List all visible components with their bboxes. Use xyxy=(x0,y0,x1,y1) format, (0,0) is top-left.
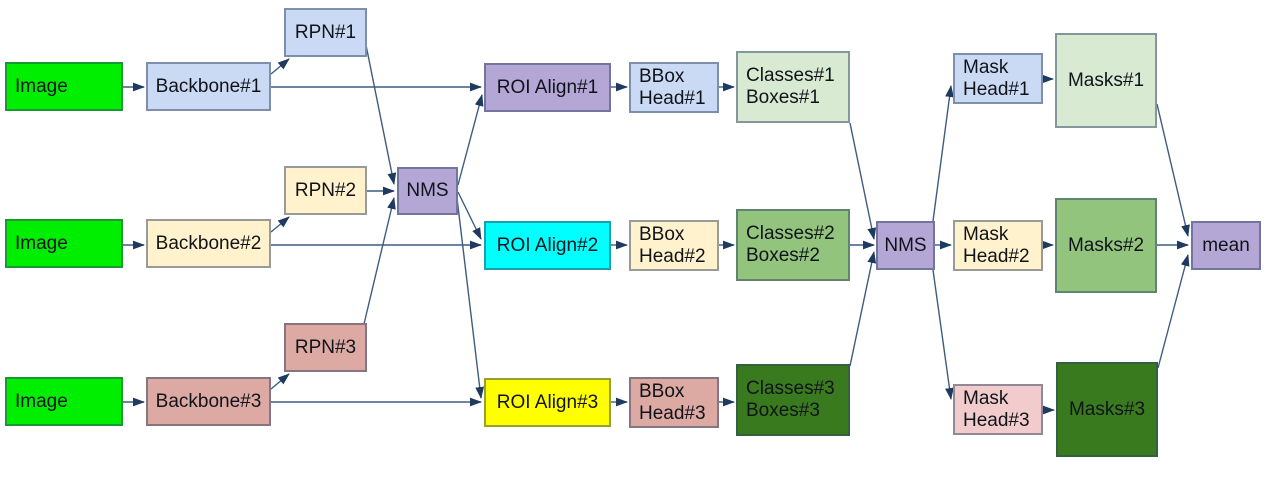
node-roi-align-3: ROI Align#3 xyxy=(484,378,611,427)
edge-backbone2-to-rpn2 xyxy=(270,216,290,233)
node-masks-1: Masks#1 xyxy=(1055,33,1157,128)
node-nms-det: NMS xyxy=(876,221,935,270)
node-rpn-3: RPN#3 xyxy=(284,323,367,372)
node-backbone-2: Backbone#2 xyxy=(146,219,271,268)
edge-classes1-to-nms-det xyxy=(849,122,877,240)
edge-nms-rpn-to-roi2 xyxy=(457,191,482,240)
node-bbox-head-1: BBox Head#1 xyxy=(629,62,719,113)
node-bbox-head-2: BBox Head#2 xyxy=(629,220,719,271)
node-classes-boxes-3: Classes#3 Boxes#3 xyxy=(736,364,850,436)
edge-nms-rpn-to-roi3 xyxy=(456,197,485,399)
node-classes-boxes-1: Classes#1 Boxes#1 xyxy=(736,51,850,123)
node-mean: mean xyxy=(1191,221,1261,270)
node-mask-head-3: Mask Head#3 xyxy=(953,384,1043,435)
edge-masks1-to-mean xyxy=(1156,103,1190,237)
node-image-2: Image xyxy=(5,219,123,268)
edge-classes3-to-nms-det xyxy=(849,251,877,367)
edge-backbone3-to-rpn3 xyxy=(270,373,290,390)
node-bbox-head-3: BBox Head#3 xyxy=(629,377,719,428)
edge-rpn1-to-nms-rpn xyxy=(365,44,397,185)
edge-rpn3-to-nms-rpn xyxy=(363,197,396,325)
node-rpn-2: RPN#2 xyxy=(284,166,367,215)
node-classes-boxes-2: Classes#2 Boxes#2 xyxy=(736,209,850,281)
node-masks-2: Masks#2 xyxy=(1055,198,1157,293)
node-backbone-3: Backbone#3 xyxy=(146,377,271,426)
edge-backbone1-to-rpn1 xyxy=(270,58,290,75)
edge-nms-rpn-to-roi1 xyxy=(457,94,484,186)
node-mask-head-1: Mask Head#1 xyxy=(953,53,1043,104)
edge-nms-det-to-maskhead1 xyxy=(932,85,954,222)
node-masks-3: Masks#3 xyxy=(1056,362,1158,457)
node-image-3: Image xyxy=(5,377,123,426)
node-nms-rpn: NMS xyxy=(397,167,458,215)
node-backbone-1: Backbone#1 xyxy=(146,62,271,111)
edge-masks3-to-mean xyxy=(1157,254,1190,369)
node-image-1: Image xyxy=(5,62,123,111)
node-roi-align-2: ROI Align#2 xyxy=(484,221,611,270)
node-rpn-1: RPN#1 xyxy=(284,8,367,57)
node-roi-align-1: ROI Align#1 xyxy=(484,63,611,112)
edge-nms-det-to-maskhead3 xyxy=(932,269,954,400)
node-mask-head-2: Mask Head#2 xyxy=(953,220,1043,271)
